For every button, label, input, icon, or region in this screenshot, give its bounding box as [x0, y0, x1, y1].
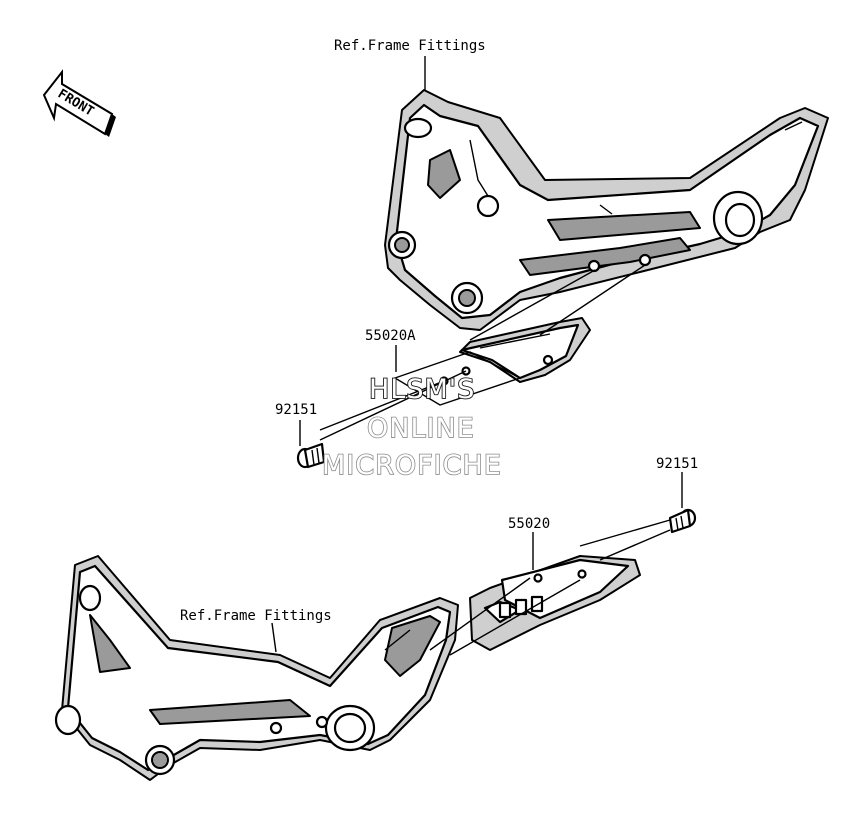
- label-frame-fittings-bottom: Ref.Frame Fittings: [180, 608, 332, 624]
- bolt-left-icon: [296, 442, 326, 469]
- label-frame-fittings-top: Ref.Frame Fittings: [334, 38, 486, 54]
- leader-lines-bottom: [271, 472, 683, 656]
- bolt-right-icon: [668, 508, 697, 534]
- label-part-55020: 55020: [508, 516, 550, 532]
- label-part-55020A: 55020A: [365, 328, 416, 344]
- watermark: HLSM'S ONLINE MICROFICHE: [321, 373, 502, 482]
- label-bolt-left: 92151: [275, 402, 317, 418]
- label-bolt-right: 92151: [656, 456, 698, 472]
- top-frame-bracket: [384, 89, 829, 331]
- watermark-line3: MICROFICHE: [322, 450, 502, 481]
- watermark-line2: ONLINE: [367, 413, 475, 444]
- front-arrow-icon: FRONT: [42, 69, 116, 137]
- bottom-frame-bracket: [54, 555, 459, 781]
- watermark-line1: HLSM'S: [369, 374, 475, 405]
- guard-plate-55020A-outline: [393, 351, 522, 406]
- guard-plate-55020A: [459, 317, 591, 383]
- leader-lines-top: [299, 56, 646, 446]
